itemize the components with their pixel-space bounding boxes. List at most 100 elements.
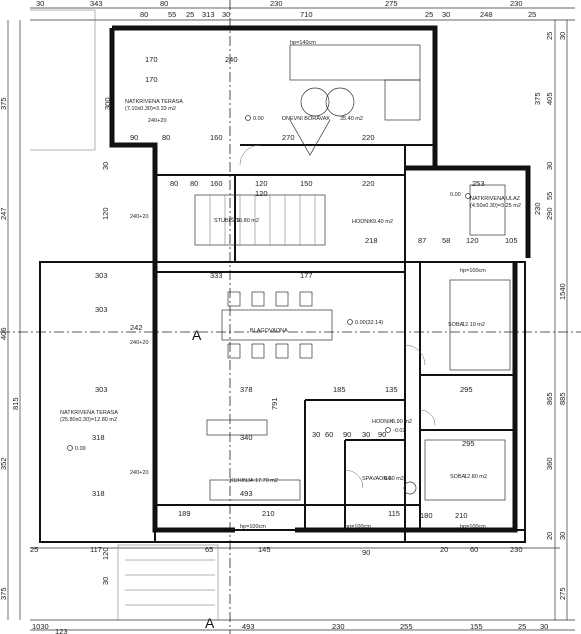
dimension-label: 303 (95, 271, 108, 280)
dimension-label: 30 (362, 430, 370, 439)
window-tag: 240+20 (130, 340, 149, 346)
level-mark: 0.00 (253, 116, 264, 122)
level-markers: 0.00 0.00 0.00 0.00(32.14) -0.02 (67, 115, 471, 452)
dimension-label: 1030 (32, 622, 49, 631)
dimension-label: 230 (510, 545, 523, 554)
room-name: SOBA (450, 474, 466, 480)
dimension-label: 90 (130, 133, 138, 142)
room-name: NATKRIVENA TERASA (60, 410, 118, 416)
section-mark: A (192, 327, 202, 343)
room-area: 35.40 m2 (340, 116, 363, 122)
room-name: STUBIŠTE (214, 217, 241, 224)
dimension-label: 55 (168, 10, 176, 19)
dimension-label: 343 (90, 0, 103, 8)
dimension-label: 493 (242, 622, 255, 631)
room-name: HODNIK (352, 219, 374, 225)
window-tag: 240+20 (130, 214, 149, 220)
dimension-label: 25 (30, 545, 38, 554)
room-name: KUHINJA (230, 478, 254, 484)
room-labels: NATKRIVENA TERASA (7.10x0.30)=3.33 m2 DN… (60, 99, 521, 484)
dimension-label: 247 (0, 207, 8, 220)
dimension-lines (7, 7, 575, 631)
dimension-label: 55 (545, 192, 554, 200)
top-dimensions: 30 343 80 230 275 230 80 55 25 313 30 71… (36, 0, 536, 19)
dimension-label: 170 (145, 55, 158, 64)
dimension-label: 30 (101, 577, 110, 585)
window-tags: 240+20 240+20 240+20 240+20 (130, 118, 167, 476)
dimension-label: 180 (420, 511, 433, 520)
room-area: 12.80 m2 (464, 474, 487, 480)
dimension-label: 230 (270, 0, 283, 8)
dimension-label: 406 (0, 327, 8, 340)
dimension-label: 248 (480, 10, 493, 19)
dimension-label: 865 (545, 392, 554, 405)
dimension-label: 135 (385, 385, 398, 394)
door-swings (239, 144, 436, 489)
dimension-label: 120 (255, 189, 268, 198)
level-mark: 0.00 (450, 192, 461, 198)
dimension-label: 25 (425, 10, 433, 19)
dimension-label: 123 (55, 627, 68, 634)
dimension-label: 90 (362, 548, 370, 557)
dimension-label: 270 (282, 133, 295, 142)
dimension-label: 25 (528, 10, 536, 19)
room-name: BLAGOVAONA (250, 328, 288, 334)
interior-walls (155, 144, 515, 530)
dimension-label: 493 (240, 489, 253, 498)
dimension-label: 275 (385, 0, 398, 8)
interior-dimensions: 170 240 170 300 90 80 160 270 220 80 80 … (30, 55, 523, 557)
dimension-label: 160 (210, 133, 223, 142)
dimension-label: 150 (300, 179, 313, 188)
dimension-label: 90 (343, 430, 351, 439)
level-mark: 0.00(32.14) (355, 320, 383, 326)
dimension-label: 90 (378, 430, 386, 439)
dimension-label: 160 (210, 179, 223, 188)
dimension-label: 405 (545, 92, 554, 105)
dimension-label: 120 (101, 547, 110, 560)
note-label: hp=100cm (460, 268, 486, 274)
dimension-label: 375 (533, 92, 542, 105)
dimension-label: 155 (470, 622, 483, 631)
dimension-label: 105 (505, 236, 518, 245)
window-tag: 240+20 (148, 118, 167, 124)
window-tag: 240+20 (130, 470, 149, 476)
dimension-label: 30 (545, 162, 554, 170)
dimension-label: 275 (558, 587, 567, 600)
section-mark: A (205, 615, 215, 631)
dimension-label: 333 (210, 271, 223, 280)
room-area: (4.50x0.30)=3.25 m2 (470, 203, 521, 209)
dimension-label: 885 (558, 392, 567, 405)
dimension-label: 20 (440, 545, 448, 554)
room-name: SPAVAONA (362, 476, 391, 482)
dimension-label: 30 (558, 532, 567, 540)
dimension-label: 25 (518, 622, 526, 631)
dimension-label: 177 (300, 271, 313, 280)
note-label: hp=140cm (290, 40, 316, 46)
room-name: NATKRIVENA TERASA (125, 99, 183, 105)
dimension-label: 340 (240, 433, 253, 442)
dimension-label: 210 (262, 509, 275, 518)
dimension-label: 65 (205, 545, 213, 554)
dimension-label: 378 (240, 385, 253, 394)
dimension-label: 295 (462, 439, 475, 448)
dimension-label: 791 (270, 397, 279, 410)
note-label: hp=100cm (240, 524, 266, 530)
dimension-label: 815 (11, 397, 20, 410)
right-dimensions: 25 30 375 405 30 230 55 290 1540 865 885… (533, 32, 567, 600)
dimension-label: 117 (90, 545, 102, 554)
dimension-label: 375 (0, 587, 8, 600)
room-area: (7.10x0.30)=3.33 m2 (125, 106, 176, 112)
dimension-label: 303 (95, 385, 108, 394)
room-area: (25.80x0.30)=12.80 m2 (60, 417, 117, 423)
dimension-label: 30 (558, 32, 567, 40)
dimension-label: 230 (332, 622, 345, 631)
dimension-label: 120 (101, 207, 110, 220)
dimension-label: 313 (202, 10, 215, 19)
dimension-label: 318 (92, 489, 105, 498)
dimension-label: 240 (225, 55, 238, 64)
dimension-label: 242 (130, 323, 143, 332)
room-area: 10.80 m2 (236, 218, 259, 224)
room-name: HODNIK (372, 419, 394, 425)
